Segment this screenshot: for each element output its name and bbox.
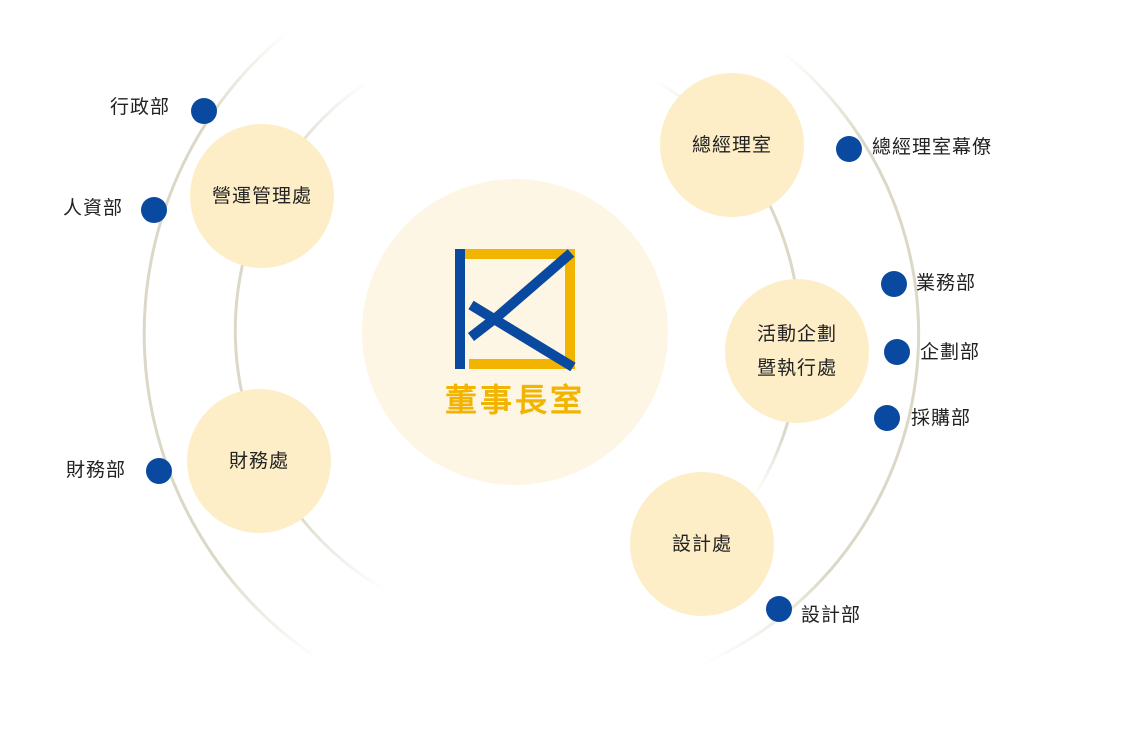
design-dept-dot: [766, 596, 792, 622]
hr-label: 人資部: [63, 197, 124, 219]
purchasing-dot: [874, 405, 900, 431]
activity-dept-label-line1: 活動企劃: [756, 323, 837, 345]
company-logo-icon: [455, 249, 576, 371]
gm-office-node: 總經理室: [660, 73, 804, 217]
gm-staff-dot: [836, 136, 862, 162]
design-dept-node: 設計處: [630, 472, 774, 616]
planning-label: 企劃部: [920, 341, 981, 363]
design-dept-unit-label: 設計部: [801, 604, 862, 626]
admin-label: 行政部: [110, 96, 171, 118]
finance-dept-node: 財務處: [187, 389, 331, 533]
finance-dept-label: 財務處: [228, 450, 289, 472]
chairman-office-node: 董事長室: [362, 179, 668, 485]
business-label: 業務部: [916, 272, 977, 294]
purchasing-label: 採購部: [911, 407, 972, 429]
outer-ring-right: [699, 48, 921, 667]
hr-dot: [141, 197, 167, 223]
accounting-label: 財務部: [66, 459, 127, 481]
design-dept-label: 設計處: [671, 533, 732, 555]
outer-ring-left: [142, 28, 321, 662]
operations-dept-label: 營運管理處: [211, 185, 312, 207]
admin-dot: [191, 98, 217, 124]
planning-dot: [884, 339, 910, 365]
business-dot: [881, 271, 907, 297]
activity-dept-label-line2: 暨執行處: [756, 357, 837, 379]
gm-office-label: 總經理室: [691, 134, 772, 156]
activity-dept-node: 活動企劃 暨執行處: [725, 279, 869, 423]
gm-staff-label: 總經理室幕僚: [872, 136, 993, 158]
operations-dept-node: 營運管理處: [190, 124, 334, 268]
chairman-office-title: 董事長室: [444, 381, 585, 419]
accounting-dot: [146, 458, 172, 484]
